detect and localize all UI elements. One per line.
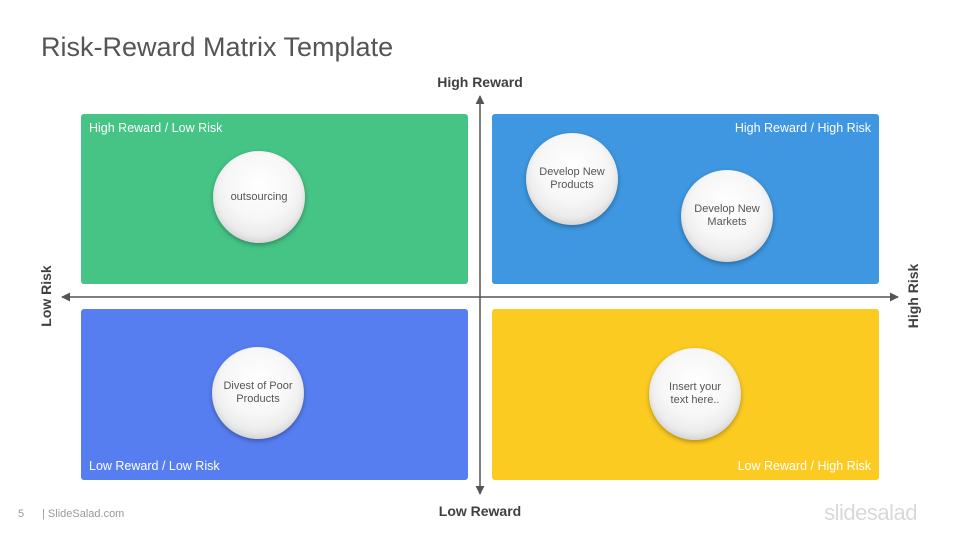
page-title: Risk-Reward Matrix Template xyxy=(41,32,394,62)
bubble-text: Divest of Poor Products xyxy=(223,380,293,405)
slide-number: 5 xyxy=(18,508,25,520)
brand-logo: slidesalad xyxy=(824,500,917,525)
bubble-text: Develop New Markets xyxy=(694,203,760,228)
bubble-develop-new-products: Develop New Products xyxy=(526,133,618,225)
bubble-develop-new-markets: Develop New Markets xyxy=(681,170,773,262)
bubble-divest-poor-products: Divest of Poor Products xyxy=(212,347,304,439)
quadrant-label: High Reward / Low Risk xyxy=(89,121,223,135)
bubble-text: Develop New Products xyxy=(539,166,605,191)
quadrant-label: Low Reward / High Risk xyxy=(737,459,871,473)
axis-label-low-reward: Low Reward xyxy=(438,503,522,519)
quadrant-label: Low Reward / Low Risk xyxy=(89,459,220,473)
bubble-text: Insert your text here.. xyxy=(669,381,721,406)
quadrant-label: High Reward / High Risk xyxy=(734,121,871,135)
bubble-insert-text: Insert your text here.. xyxy=(649,348,741,440)
bubble-text: outsourcing xyxy=(230,190,288,203)
axis-label-high-reward: High Reward xyxy=(437,74,523,90)
footer-site: | SlideSalad.com xyxy=(42,508,125,520)
bubble-outsourcing: outsourcing xyxy=(213,151,305,243)
